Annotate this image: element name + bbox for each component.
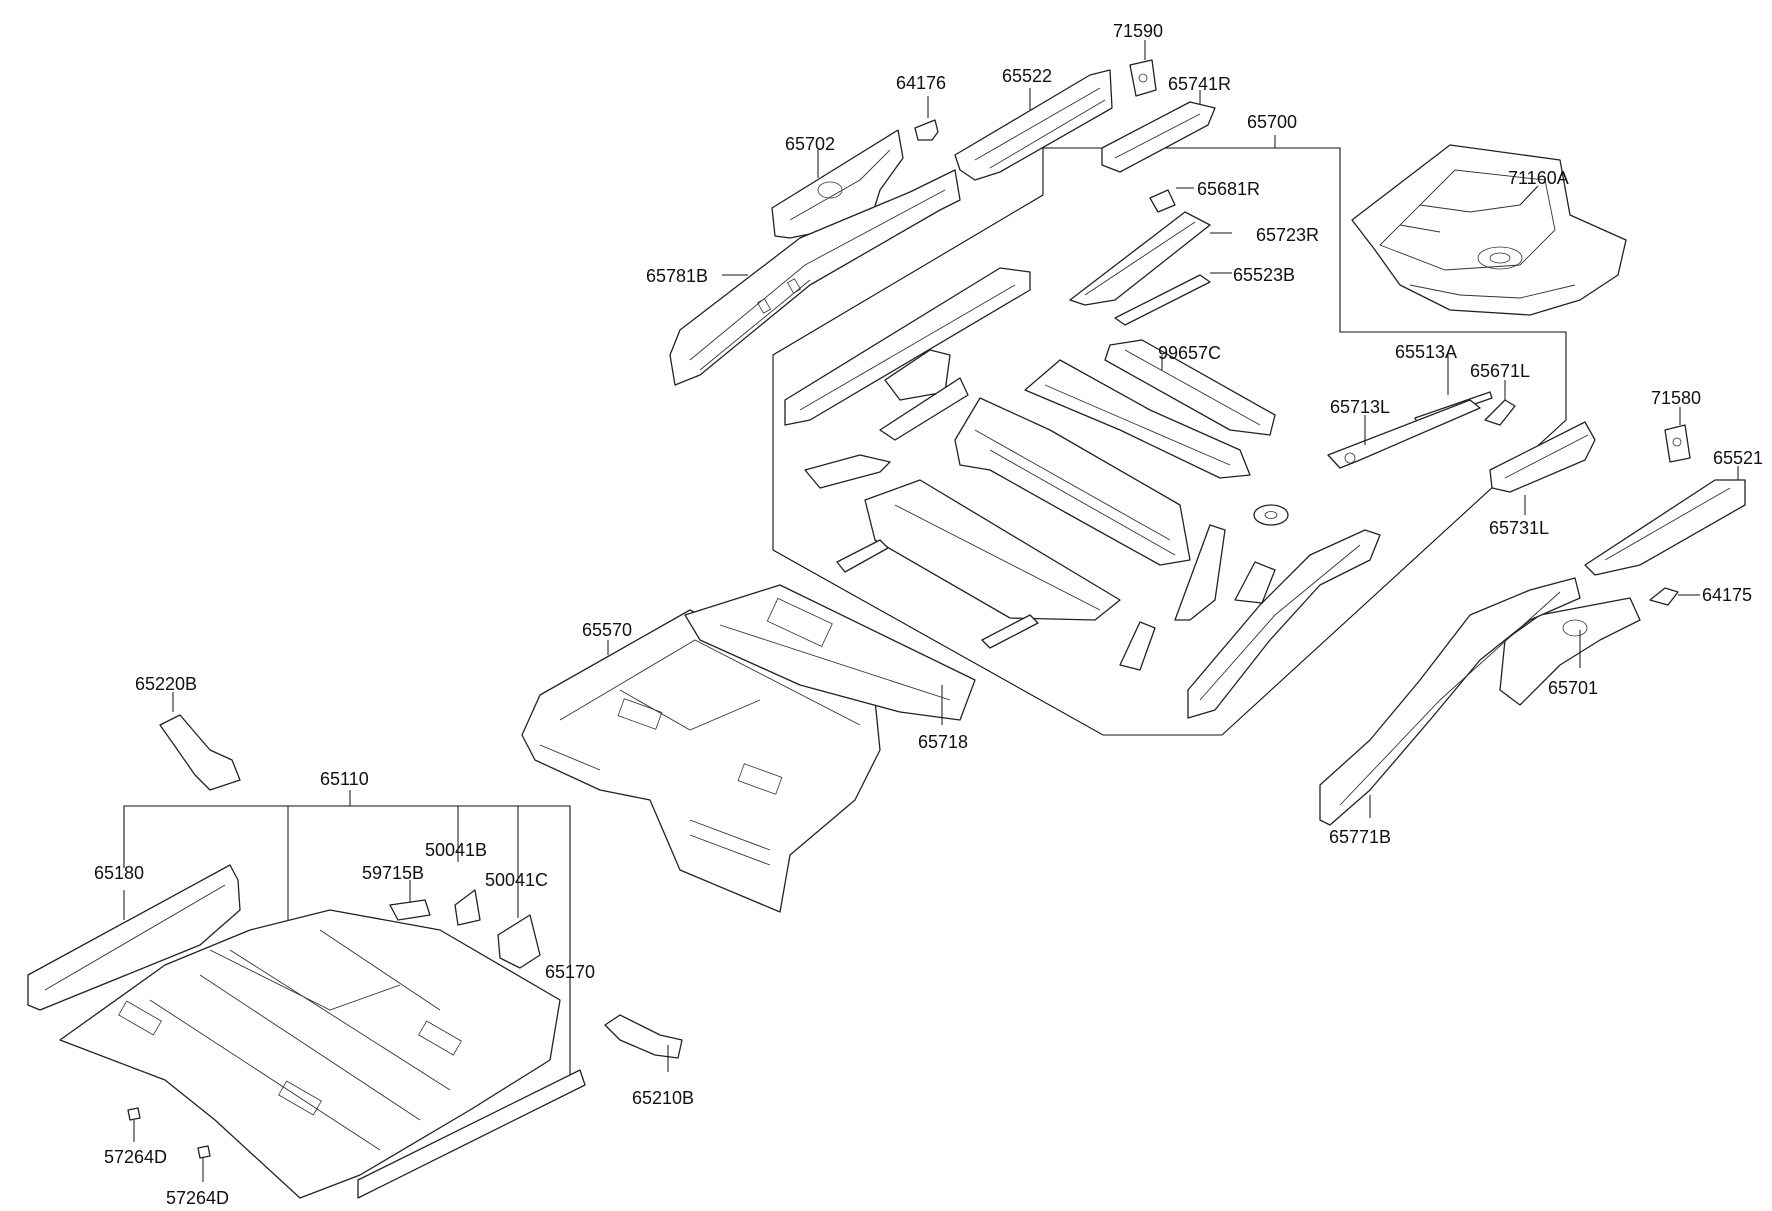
part-65771B-long-rail	[1319, 577, 1581, 826]
leader-71160A	[1519, 185, 1539, 206]
part-65180-side-rail	[27, 864, 241, 1011]
label-50041C: 50041C	[485, 870, 548, 890]
label-64175: 64175	[1702, 585, 1752, 605]
part-71580-plate	[1664, 424, 1691, 463]
assembly-outline-65700	[772, 147, 1567, 736]
part-65220B-bracket	[159, 714, 241, 791]
label-65701: 65701	[1548, 678, 1598, 698]
label-65702: 65702	[785, 134, 835, 154]
part-65700-center-tunnel	[954, 397, 1191, 566]
part-50041B-gusset	[454, 889, 481, 926]
part-71590-plate	[1129, 59, 1157, 97]
part-65110-front-floor	[59, 909, 561, 1199]
label-65513A: 65513A	[1395, 342, 1457, 362]
part-50041C-gusset	[497, 914, 541, 969]
label-65681R: 65681R	[1197, 179, 1260, 199]
part-57264D-clip-b	[197, 1145, 211, 1159]
part-65523B-bar	[1114, 274, 1211, 326]
label-65210B: 65210B	[632, 1088, 694, 1108]
part-65681R-bracket	[1149, 189, 1176, 213]
label-65723R: 65723R	[1256, 225, 1319, 245]
part-65700-floor-panel-f	[864, 479, 1121, 621]
label-65570: 65570	[582, 620, 632, 640]
part-65700-small-bar-h	[981, 614, 1039, 649]
part-65700-inner-bracket-d	[804, 454, 891, 489]
label-50041B: 50041B	[425, 840, 487, 860]
part-65713L-member	[1327, 399, 1481, 469]
label-65170: 65170	[545, 962, 595, 982]
label-65781B: 65781B	[646, 266, 708, 286]
part-57264D-clip-a	[127, 1107, 141, 1121]
part-65700-inner-rail-a	[784, 267, 1031, 426]
part-65700-washer	[1253, 504, 1289, 526]
label-64176: 64176	[896, 73, 946, 93]
label-65220B: 65220B	[135, 674, 197, 694]
label-65731L: 65731L	[1489, 518, 1549, 538]
label-65713L: 65713L	[1330, 397, 1390, 417]
label-99657C: 99657C	[1158, 343, 1221, 363]
label-65522: 65522	[1002, 66, 1052, 86]
part-65110-rocker-strip	[357, 1069, 586, 1199]
label-71580: 71580	[1651, 388, 1701, 408]
label-57264D-a: 57264D	[104, 1147, 167, 1167]
label-65180: 65180	[94, 863, 144, 883]
part-65570-center-floor	[521, 609, 881, 913]
label-65521: 65521	[1713, 448, 1763, 468]
part-65700-rear-rail-l	[1187, 529, 1381, 719]
part-64175-bracket	[1649, 587, 1679, 606]
part-99657C-crossmember	[1104, 339, 1276, 436]
label-65700: 65700	[1247, 112, 1297, 132]
part-71160A-rear-floor-pan	[1351, 144, 1627, 316]
label-59715B: 59715B	[362, 863, 424, 883]
part-65723R-member	[1069, 211, 1211, 306]
assembly-bracket-65110	[123, 805, 571, 1075]
part-65700-bracket-j	[1234, 561, 1276, 604]
label-71160A: 71160A	[1508, 168, 1569, 188]
part-65521-rail	[1584, 479, 1746, 576]
part-65731L-panel	[1489, 421, 1596, 493]
part-65700-bracket-k	[1119, 621, 1156, 671]
part-65700-inner-bracket-b	[884, 349, 951, 401]
label-65771B: 65771B	[1329, 827, 1391, 847]
part-65781B-rail	[669, 169, 961, 386]
label-65110: 65110	[320, 769, 369, 789]
part-65741R-panel	[1101, 101, 1216, 173]
label-65741R: 65741R	[1168, 74, 1231, 94]
part-59715B-clip	[389, 899, 431, 921]
part-65701-panel	[1499, 597, 1641, 706]
part-65522-rail	[954, 69, 1113, 181]
part-65700-inner-bracket-c	[879, 377, 969, 441]
label-65523B: 65523B	[1233, 265, 1295, 285]
part-65700-inner-crossmember-e	[1024, 359, 1251, 479]
part-65671L-bracket	[1484, 399, 1516, 426]
part-64176-bracket	[914, 119, 939, 141]
label-57264D-b: 57264D	[166, 1188, 229, 1208]
label-65671L: 65671L	[1470, 361, 1530, 381]
label-65718: 65718	[918, 732, 968, 752]
part-65718-rear-panel	[684, 584, 976, 721]
part-65210B-bracket	[604, 1014, 683, 1059]
part-65700-bracket-i	[1174, 524, 1226, 621]
label-71590: 71590	[1113, 21, 1163, 41]
part-65700-small-bar-g	[836, 539, 889, 573]
